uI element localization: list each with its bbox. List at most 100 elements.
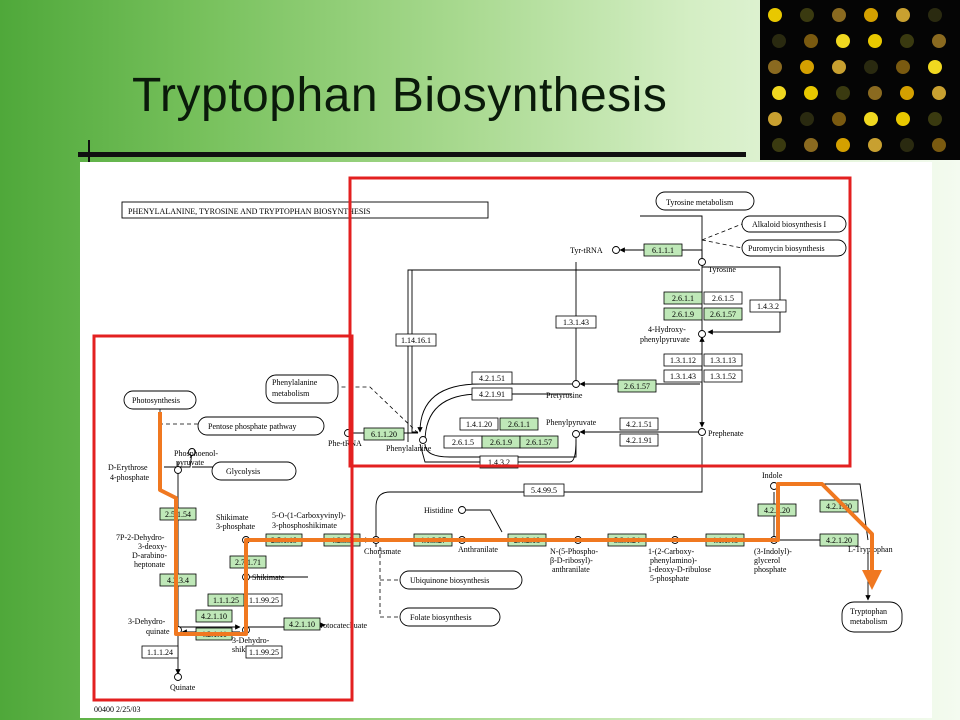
- enzyme-box[interactable]: 4.2.1.91: [471, 387, 513, 401]
- enzyme-box[interactable]: 2.6.1.5: [443, 435, 483, 449]
- line: [411, 270, 418, 433]
- array-spot: [868, 138, 882, 152]
- enzyme-box[interactable]: 1.3.1.12: [663, 353, 703, 367]
- label-phenylamino: phenylamino)-: [650, 556, 697, 565]
- enzyme-label: 4.2.1.20: [826, 536, 852, 545]
- enzyme-box[interactable]: 2.6.1.1: [499, 417, 539, 431]
- enzyme-box[interactable]: 6.1.1.1: [643, 243, 683, 257]
- enzyme-label: 2.6.1.9: [672, 310, 694, 319]
- title-underline-tick: [88, 140, 90, 162]
- array-spot: [896, 112, 910, 126]
- label-anthranilate: Anthranilate: [458, 545, 498, 554]
- enzyme-box[interactable]: 2.6.1.9: [663, 307, 703, 321]
- array-spot: [804, 86, 818, 100]
- label-chorismate: Chorismate: [364, 547, 401, 556]
- enzyme-box[interactable]: 2.6.1.57: [703, 307, 743, 321]
- label-indole: Indole: [762, 471, 783, 480]
- enzyme-box[interactable]: 1.1.1.24: [141, 645, 179, 659]
- label-protocatechuate: Protocatechuate: [316, 621, 368, 630]
- enzyme-box[interactable]: 4.2.1.91: [619, 433, 659, 447]
- enzyme-box[interactable]: 4.2.1.20: [819, 533, 859, 547]
- enzyme-box[interactable]: 1.3.1.52: [703, 369, 743, 383]
- array-spot: [868, 34, 882, 48]
- array-spot: [832, 60, 846, 74]
- array-spot: [928, 60, 942, 74]
- diagram-footer: 00400 2/25/03: [94, 705, 140, 714]
- enzyme-label: 4.2.1.51: [479, 374, 505, 383]
- microarray-image: [760, 0, 960, 160]
- enzyme-box[interactable]: 1.4.1.20: [459, 417, 499, 431]
- enzyme-box[interactable]: 2.6.1.57: [617, 379, 657, 393]
- map-link-boxes[interactable]: [123, 191, 903, 633]
- enzyme-box[interactable]: 1.1.99.25: [245, 645, 283, 659]
- label-glycerol: glycerol: [754, 556, 781, 565]
- label-tyrosine: Tyrosine: [708, 265, 736, 274]
- label-1-2-carboxy: 1-(2-Carboxy-: [648, 547, 695, 556]
- enzyme-label: 4.2.1.10: [201, 612, 227, 621]
- array-spot: [928, 8, 942, 22]
- title-underline: [78, 152, 746, 157]
- enzyme-label: 2.6.1.57: [526, 438, 552, 447]
- enzyme-box[interactable]: 2.6.1.57: [519, 435, 559, 449]
- enzyme-box[interactable]: 2.6.1.5: [703, 291, 743, 305]
- enzyme-label: 1.4.3.2: [757, 302, 779, 311]
- enzyme-label: 2.6.1.1: [672, 294, 694, 303]
- enzyme-box[interactable]: 6.1.1.20: [363, 427, 405, 441]
- label-4-phosphate: 4-phosphate: [110, 473, 150, 482]
- enzyme-box[interactable]: 5.4.99.5: [523, 483, 565, 497]
- label-folate: Folate biosynthesis: [410, 613, 472, 622]
- label-alkaloid: Alkaloid biosynthesis I: [752, 220, 827, 229]
- enzyme-box[interactable]: 2.6.1.1: [663, 291, 703, 305]
- line: [466, 509, 503, 533]
- highlight-box-shikimate: [92, 334, 354, 702]
- array-spot: [900, 86, 914, 100]
- enzyme-boxes[interactable]: 6.1.1.1 2.6.1.1 2.6.1.5 2.6.1.9 2.6.1.57 1.4.…: [141, 243, 859, 659]
- enzyme-box[interactable]: 1.4.3.2: [749, 299, 787, 313]
- label-1-deoxy: 1-deoxy-D-ribulose: [648, 565, 712, 574]
- label-phenylalanine-map: Phenylalanine: [272, 378, 318, 387]
- array-spot: [800, 8, 814, 22]
- enzyme-label: 2.6.1.5: [452, 438, 474, 447]
- enzyme-box[interactable]: 4.2.1.10: [195, 609, 233, 623]
- enzyme-box[interactable]: 4.2.1.10: [283, 617, 321, 631]
- label-3-dehydro-shik: 3-Dehydro-: [232, 636, 270, 645]
- label-phenylalanine: Phenylalanine: [386, 444, 432, 453]
- line: [419, 439, 577, 463]
- enzyme-box[interactable]: 4.2.1.51: [619, 417, 659, 431]
- enzyme-label: 1.3.1.43: [670, 372, 696, 381]
- line: [702, 266, 781, 335]
- array-spot: [768, 112, 782, 126]
- enzyme-label: 2.6.1.57: [710, 310, 736, 319]
- array-spot: [836, 138, 850, 152]
- label-3-deoxy: 3-deoxy-: [138, 542, 167, 551]
- array-spot: [928, 112, 942, 126]
- line: [379, 547, 398, 618]
- label-3-indolyl: (3-Indolyl)-: [754, 547, 792, 556]
- enzyme-label: 1.1.1.24: [147, 648, 173, 657]
- array-spot: [804, 138, 818, 152]
- array-spot: [864, 112, 878, 126]
- slide-title: Tryptophan Biosynthesis: [132, 69, 668, 122]
- enzyme-label: 1.14.16.1: [401, 336, 431, 345]
- array-spot: [804, 34, 818, 48]
- label-anthranilate-2: anthranilate: [552, 565, 590, 574]
- label-phenylpyruvate-hp: phenylpyruvate: [640, 335, 690, 344]
- array-spot: [832, 8, 846, 22]
- enzyme-label: 1.3.1.43: [563, 318, 589, 327]
- enzyme-box[interactable]: 1.1.99.25: [245, 593, 283, 607]
- label-beta-d-ribosyl: β-D-ribosyl)-: [550, 556, 593, 565]
- label-d-erythrose: D-Erythrose: [108, 463, 148, 472]
- enzyme-box[interactable]: 1.3.1.13: [703, 353, 743, 367]
- array-spot: [772, 86, 786, 100]
- label-tyr-trna: Tyr-tRNA: [570, 246, 603, 255]
- enzyme-box[interactable]: 1.14.16.1: [395, 333, 437, 347]
- label-phe-trna: Phe-tRNA: [328, 439, 362, 448]
- enzyme-box[interactable]: 1.3.1.43: [663, 369, 703, 383]
- enzyme-box[interactable]: 1.1.1.25: [207, 593, 245, 607]
- pathway-header-box: [121, 201, 489, 219]
- enzyme-label: 1.1.99.25: [249, 596, 279, 605]
- array-spot: [932, 86, 946, 100]
- enzyme-box[interactable]: 1.3.1.43: [555, 315, 597, 329]
- enzyme-box[interactable]: 4.2.1.51: [471, 371, 513, 385]
- enzyme-box[interactable]: 2.6.1.9: [481, 435, 521, 449]
